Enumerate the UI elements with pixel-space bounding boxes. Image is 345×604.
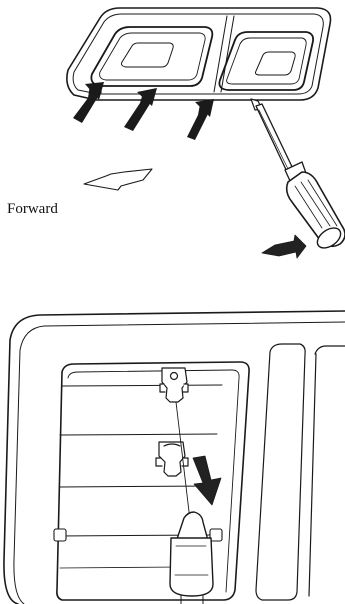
right-window — [256, 344, 305, 600]
screwdriver-icon — [251, 99, 345, 252]
upper-panel: Forward — [7, 8, 345, 258]
lower-panel — [4, 311, 345, 604]
overhead-lamp-lens — [67, 8, 331, 100]
pry-arrow-icon — [262, 235, 306, 258]
forward-arrow-icon — [84, 169, 152, 190]
forward-label: Forward — [7, 201, 58, 217]
